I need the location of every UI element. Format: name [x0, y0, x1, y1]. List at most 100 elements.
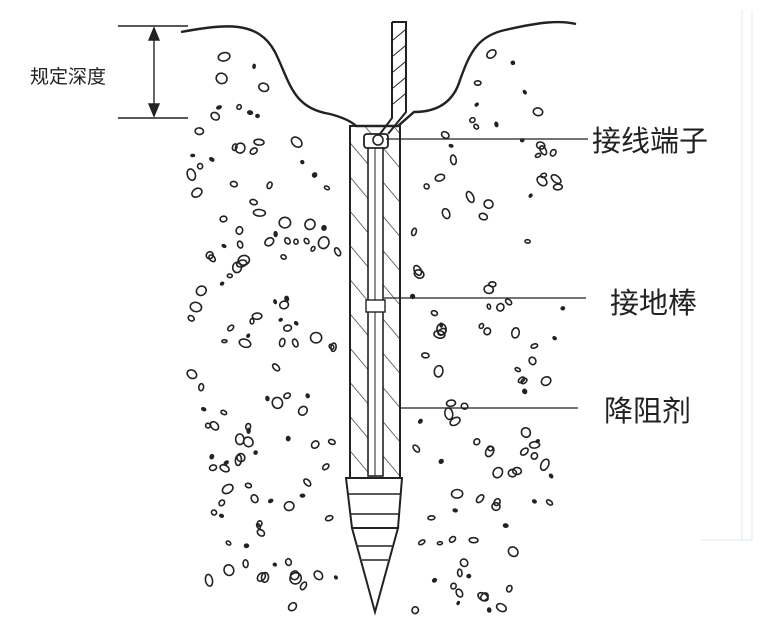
- soil-particle: [459, 558, 469, 568]
- soil-particle: [449, 154, 458, 166]
- soil-particle: [440, 130, 450, 140]
- soil-particle: [520, 426, 532, 439]
- soil-particle: [430, 309, 439, 317]
- soil-particle: [234, 433, 245, 446]
- soil-particle: [456, 568, 463, 578]
- soil-particle: [257, 82, 270, 93]
- soil-particle: [517, 376, 526, 384]
- soil-particle: [323, 185, 331, 191]
- soil-particle: [235, 225, 244, 236]
- soil-particle: [468, 116, 476, 124]
- soil-particle: [271, 396, 284, 410]
- rod-tip: [350, 527, 400, 616]
- soil-particle: [412, 444, 421, 453]
- soil-particle: [310, 440, 320, 450]
- soil-particle: [549, 148, 557, 157]
- soil-particle: [236, 452, 246, 463]
- soil-particle: [417, 418, 423, 424]
- soil-particle: [284, 295, 290, 302]
- soil-particle: [530, 452, 539, 460]
- soil-particle: [195, 285, 208, 297]
- soil-particle: [539, 172, 548, 179]
- soil-particle: [321, 224, 327, 231]
- soil-particle: [548, 473, 554, 479]
- soil-particle: [191, 187, 203, 198]
- soil-particle: [266, 181, 273, 190]
- soil-particle: [328, 343, 335, 350]
- soil-particle: [532, 107, 544, 117]
- soil-particle: [209, 420, 220, 431]
- soil-particle: [560, 306, 566, 311]
- soil-particle: [310, 245, 316, 252]
- soil-particle: [293, 321, 299, 326]
- soil-particle: [441, 207, 451, 220]
- soil-particle: [283, 392, 292, 400]
- soil-particle: [210, 509, 218, 516]
- soil-particle: [411, 606, 420, 615]
- soil-particle: [200, 406, 207, 412]
- soil-particle: [540, 375, 552, 387]
- soil-particle: [524, 238, 531, 244]
- soil-particle: [450, 582, 457, 590]
- leader-lines: [384, 138, 588, 409]
- soil-particle: [550, 173, 562, 185]
- soil-particle: [321, 463, 330, 471]
- soil-particle: [299, 493, 306, 498]
- soil-particle: [220, 409, 228, 416]
- soil-particle: [283, 236, 292, 245]
- soil-particle: [410, 227, 418, 237]
- soil-particle: [502, 523, 509, 529]
- soil-particle: [522, 388, 528, 395]
- soil-particle: [507, 546, 519, 558]
- soil-particle: [249, 317, 255, 325]
- soil-particle: [217, 51, 231, 62]
- soil-particle: [249, 147, 258, 156]
- soil-particle: [221, 243, 227, 249]
- soil-particle: [251, 312, 263, 321]
- soil-particle: [297, 405, 309, 417]
- soil-particle: [420, 352, 430, 359]
- soil-particle: [505, 584, 513, 593]
- soil-particle: [305, 393, 310, 399]
- soil-particle: [413, 269, 425, 279]
- soil-particle: [317, 236, 330, 250]
- rod-joint: [365, 299, 386, 313]
- soil-particle: [209, 453, 215, 460]
- soil-particle: [417, 539, 426, 546]
- soil-particle: [278, 300, 290, 310]
- soil-particle: [492, 466, 504, 479]
- soil-particle: [250, 493, 259, 504]
- depth-dimension: [118, 25, 188, 119]
- soil-particle: [507, 468, 518, 478]
- label-compound: 降阻剂: [604, 394, 692, 428]
- soil-particle: [208, 464, 218, 472]
- soil-particle: [271, 363, 281, 372]
- soil-particle: [484, 445, 495, 458]
- soil-particle: [255, 522, 262, 530]
- soil-particle: [491, 501, 501, 512]
- soil-particle: [483, 199, 494, 210]
- soil-particle: [449, 416, 461, 427]
- soil-particle: [278, 337, 286, 348]
- soil-particle: [439, 322, 444, 328]
- soil-particle: [438, 458, 444, 465]
- soil-particle: [473, 123, 480, 130]
- soil-particle: [231, 143, 238, 152]
- soil-particle: [448, 535, 457, 544]
- soil-particle: [244, 482, 253, 489]
- soil-particle: [204, 573, 214, 587]
- soil-particle: [434, 173, 446, 182]
- soil-particle: [300, 159, 305, 165]
- soil-particle: [486, 49, 497, 59]
- terminal-bolt: [372, 134, 384, 146]
- soil-particle: [278, 216, 292, 229]
- soil-particle: [219, 464, 230, 473]
- soil-particle: [282, 324, 293, 332]
- soil-particle: [304, 218, 316, 231]
- soil-particle: [539, 145, 548, 156]
- soil-particle: [514, 366, 522, 373]
- soil-particle: [535, 141, 546, 150]
- soil-particle: [455, 588, 464, 598]
- soil-particle: [437, 327, 447, 336]
